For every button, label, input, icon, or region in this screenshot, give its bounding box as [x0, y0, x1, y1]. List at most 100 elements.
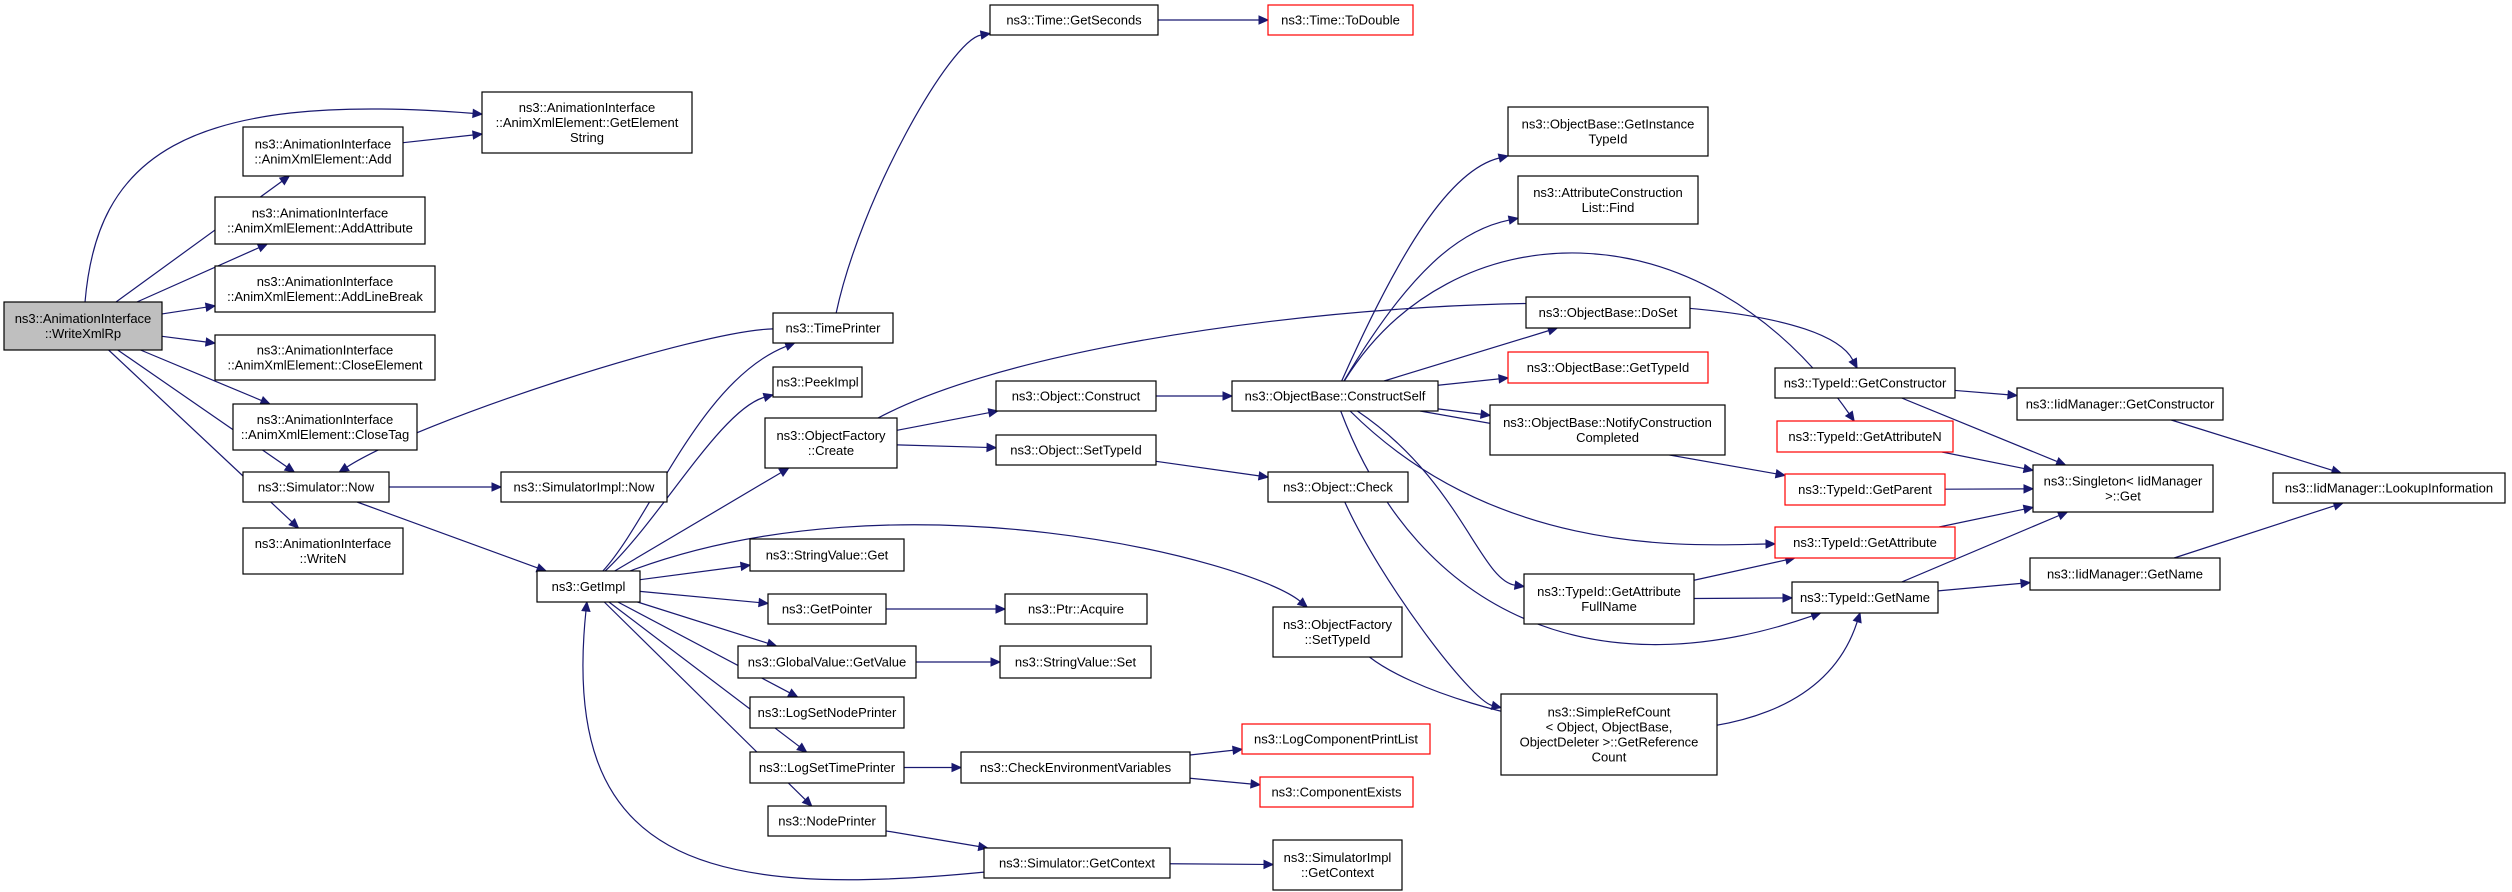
node-box[interactable]: [995, 434, 1157, 466]
node-timeprinter[interactable]: ns3::TimePrinter: [772, 312, 894, 344]
node-nodeprinter[interactable]: ns3::NodePrinter: [767, 805, 887, 837]
node-box[interactable]: [232, 403, 418, 451]
node-iidgetctor[interactable]: ns3::IidManager::GetConstructor: [2016, 387, 2224, 421]
node-box[interactable]: [2272, 472, 2506, 504]
node-box[interactable]: [1523, 573, 1695, 625]
node-addattr[interactable]: ns3::AnimationInterface::AnimXmlElement:…: [214, 196, 426, 245]
node-closetag[interactable]: ns3::AnimationInterface::AnimXmlElement:…: [232, 403, 418, 451]
node-box[interactable]: [1507, 106, 1709, 157]
node-box[interactable]: [242, 527, 404, 575]
node-peekimpl[interactable]: ns3::PeekImpl: [772, 366, 863, 398]
node-linebreak[interactable]: ns3::AnimationInterface::AnimXmlElement:…: [214, 265, 436, 313]
node-simimplctx[interactable]: ns3::SimulatorImpl::GetContext: [1272, 839, 1403, 891]
node-ptracquire[interactable]: ns3::Ptr::Acquire: [1004, 593, 1148, 625]
node-logtimeprinter[interactable]: ns3::LogSetTimePrinter: [749, 751, 905, 784]
node-box[interactable]: [1489, 404, 1726, 456]
node-add[interactable]: ns3::AnimationInterface::AnimXmlElement:…: [242, 126, 404, 177]
node-box[interactable]: [1774, 367, 1956, 399]
node-box[interactable]: [242, 126, 404, 177]
node-todouble[interactable]: ns3::Time::ToDouble: [1267, 4, 1414, 36]
node-writen[interactable]: ns3::AnimationInterface::WriteN: [242, 527, 404, 575]
node-box[interactable]: [1774, 526, 1956, 559]
node-box[interactable]: [1791, 581, 1939, 614]
node-box[interactable]: [1500, 693, 1718, 776]
node-box[interactable]: [242, 471, 390, 503]
node-box[interactable]: [1517, 175, 1699, 225]
node-objconstruct[interactable]: ns3::Object::Construct: [995, 380, 1157, 412]
node-obgettypeid[interactable]: ns3::ObjectBase::GetTypeId: [1507, 351, 1709, 384]
node-checkenv[interactable]: ns3::CheckEnvironmentVariables: [960, 751, 1191, 784]
node-box[interactable]: [500, 471, 668, 503]
node-box[interactable]: [1272, 606, 1403, 658]
node-box[interactable]: [1259, 776, 1414, 808]
node-tidgetctor[interactable]: ns3::TypeId::GetConstructor: [1774, 367, 1956, 399]
node-box[interactable]: [767, 593, 887, 625]
node-box[interactable]: [989, 4, 1159, 36]
node-box[interactable]: [999, 645, 1152, 679]
node-objsettypeid[interactable]: ns3::Object::SetTypeId: [995, 434, 1157, 466]
node-getimpl[interactable]: ns3::GetImpl: [536, 570, 641, 603]
node-box[interactable]: [1241, 723, 1431, 755]
node-box[interactable]: [536, 570, 641, 603]
node-box[interactable]: [214, 265, 436, 313]
node-logcompprint[interactable]: ns3::LogComponentPrintList: [1241, 723, 1431, 755]
node-tidgetattrn[interactable]: ns3::TypeId::GetAttributeN: [1776, 420, 1954, 453]
node-tidgetattr[interactable]: ns3::TypeId::GetAttribute: [1774, 526, 1956, 559]
node-box[interactable]: [772, 366, 863, 398]
node-box[interactable]: [2029, 557, 2221, 591]
node-root[interactable]: ns3::AnimationInterface::WriteXmlRp: [3, 301, 163, 351]
node-simplerefcount[interactable]: ns3::SimpleRefCount< Object, ObjectBase,…: [1500, 693, 1718, 776]
node-box[interactable]: [749, 696, 905, 729]
node-getpointer[interactable]: ns3::GetPointer: [767, 593, 887, 625]
node-box[interactable]: [737, 645, 917, 679]
node-ofsettypeid[interactable]: ns3::ObjectFactory::SetTypeId: [1272, 606, 1403, 658]
node-doset[interactable]: ns3::ObjectBase::DoSet: [1525, 296, 1691, 329]
node-box[interactable]: [1272, 839, 1403, 891]
node-box[interactable]: [1776, 420, 1954, 453]
node-lognodeprinter[interactable]: ns3::LogSetNodePrinter: [749, 696, 905, 729]
node-box[interactable]: [1231, 380, 1439, 412]
node-notifyconstr[interactable]: ns3::ObjectBase::NotifyConstructionCompl…: [1489, 404, 1726, 456]
node-closeel[interactable]: ns3::AnimationInterface::AnimXmlElement:…: [214, 334, 436, 381]
node-box[interactable]: [1507, 351, 1709, 384]
node-box[interactable]: [481, 91, 693, 154]
node-box[interactable]: [1004, 593, 1148, 625]
node-tidgetname[interactable]: ns3::TypeId::GetName: [1791, 581, 1939, 614]
node-objcheck[interactable]: ns3::Object::Check: [1267, 471, 1409, 503]
node-iidgetname[interactable]: ns3::IidManager::GetName: [2029, 557, 2221, 591]
node-box[interactable]: [960, 751, 1191, 784]
node-compexists[interactable]: ns3::ComponentExists: [1259, 776, 1414, 808]
node-strset[interactable]: ns3::StringValue::Set: [999, 645, 1152, 679]
node-box[interactable]: [983, 847, 1171, 879]
node-ofcreate[interactable]: ns3::ObjectFactory::Create: [764, 417, 898, 469]
node-getelem[interactable]: ns3::AnimationInterface::AnimXmlElement:…: [481, 91, 693, 154]
node-box[interactable]: [995, 380, 1157, 412]
node-box[interactable]: [749, 751, 905, 784]
node-iidlookup[interactable]: ns3::IidManager::LookupInformation: [2272, 472, 2506, 504]
node-gvgetvalue[interactable]: ns3::GlobalValue::GetValue: [737, 645, 917, 679]
node-simimplnow[interactable]: ns3::SimulatorImpl::Now: [500, 471, 668, 503]
node-box[interactable]: [3, 301, 163, 351]
node-simgetctx[interactable]: ns3::Simulator::GetContext: [983, 847, 1171, 879]
node-box[interactable]: [1267, 4, 1414, 36]
node-box[interactable]: [1267, 471, 1409, 503]
node-box[interactable]: [749, 538, 905, 572]
node-box[interactable]: [214, 196, 426, 245]
node-box[interactable]: [214, 334, 436, 381]
node-box[interactable]: [772, 312, 894, 344]
node-getseconds[interactable]: ns3::Time::GetSeconds: [989, 4, 1159, 36]
node-singleton[interactable]: ns3::Singleton< IidManager>::Get: [2032, 464, 2214, 513]
node-box[interactable]: [1525, 296, 1691, 329]
node-box[interactable]: [1784, 473, 1946, 506]
node-strget[interactable]: ns3::StringValue::Get: [749, 538, 905, 572]
node-box[interactable]: [764, 417, 898, 469]
node-box[interactable]: [2032, 464, 2214, 513]
node-constructself[interactable]: ns3::ObjectBase::ConstructSelf: [1231, 380, 1439, 412]
node-box[interactable]: [2016, 387, 2224, 421]
node-tidgetparent[interactable]: ns3::TypeId::GetParent: [1784, 473, 1946, 506]
node-simnow[interactable]: ns3::Simulator::Now: [242, 471, 390, 503]
node-box[interactable]: [767, 805, 887, 837]
